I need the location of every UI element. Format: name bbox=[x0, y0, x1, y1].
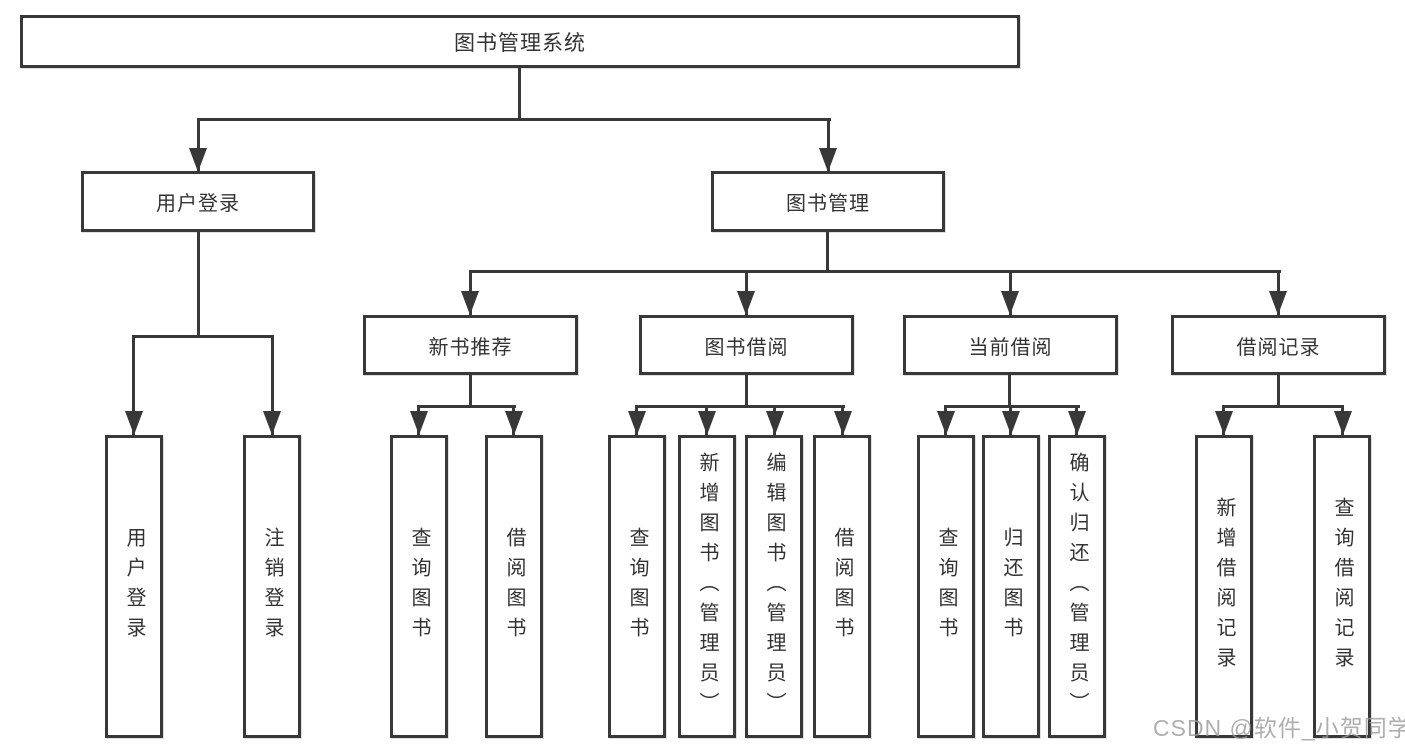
leaf-bb-borrow-books: 借阅图书 bbox=[813, 435, 871, 738]
node-book-borrowing: 图书借阅 bbox=[639, 315, 854, 375]
connector-line bbox=[944, 405, 1080, 408]
connector-line bbox=[132, 335, 135, 435]
leaf-nbr-borrow-books-label: 借阅图书 bbox=[503, 526, 525, 647]
leaf-bb-borrow-books-label: 借阅图书 bbox=[831, 526, 853, 647]
node-new-book-recommend: 新书推荐 bbox=[363, 315, 578, 375]
connector-line bbox=[1277, 375, 1280, 405]
leaf-cb-confirm-return-admin-label: 确认归还（管理员） bbox=[1066, 451, 1088, 722]
leaf-cb-return-books: 归还图书 bbox=[982, 435, 1040, 738]
leaf-nbr-query-books-label: 查询图书 bbox=[408, 526, 430, 647]
csdn-watermark: CSDN @软件_小贺同学 bbox=[1153, 715, 1405, 741]
arrowhead-icon bbox=[410, 411, 428, 435]
arrowhead-icon bbox=[698, 411, 716, 435]
connector-line bbox=[1008, 375, 1011, 405]
connector-line bbox=[518, 68, 521, 118]
connector-line bbox=[1222, 405, 1344, 408]
node-root: 图书管理系统 bbox=[20, 15, 1020, 68]
connector-line bbox=[197, 232, 200, 335]
node-current-borrowing-label: 当前借阅 bbox=[968, 336, 1053, 359]
connector-line bbox=[827, 118, 830, 172]
arrowhead-icon bbox=[125, 411, 143, 435]
leaf-br-query-record: 查询借阅记录 bbox=[1313, 435, 1371, 738]
arrowhead-icon bbox=[1334, 411, 1352, 435]
leaf-bb-query-books-label: 查询图书 bbox=[626, 526, 648, 647]
leaf-bb-edit-books-admin: 编辑图书（管理员） bbox=[745, 435, 803, 738]
leaf-br-add-record: 新增借阅记录 bbox=[1195, 435, 1253, 738]
node-current-borrowing: 当前借阅 bbox=[903, 315, 1118, 375]
arrowhead-icon bbox=[737, 291, 755, 315]
node-new-book-recommend-label: 新书推荐 bbox=[428, 336, 513, 359]
leaf-user-login: 用户登录 bbox=[105, 435, 163, 738]
leaf-cb-query-books-label: 查询图书 bbox=[935, 526, 957, 647]
leaf-bb-edit-books-admin-label: 编辑图书（管理员） bbox=[763, 451, 785, 722]
arrowhead-icon bbox=[628, 411, 646, 435]
arrowhead-icon bbox=[505, 411, 523, 435]
arrowhead-icon bbox=[263, 411, 281, 435]
node-root-label: 图书管理系统 bbox=[454, 31, 586, 55]
leaf-bb-add-books-admin: 新增图书（管理员） bbox=[678, 435, 736, 738]
leaf-nbr-query-books: 查询图书 bbox=[390, 435, 448, 738]
connector-line bbox=[197, 118, 200, 172]
connector-line bbox=[826, 232, 829, 270]
leaf-cb-confirm-return-admin: 确认归还（管理员） bbox=[1048, 435, 1106, 738]
node-book-management: 图书管理 bbox=[711, 171, 945, 232]
leaf-logout-label: 注销登录 bbox=[261, 526, 283, 647]
leaf-user-login-label: 用户登录 bbox=[123, 526, 145, 647]
node-book-borrowing-label: 图书借阅 bbox=[704, 336, 789, 359]
leaf-logout: 注销登录 bbox=[243, 435, 301, 738]
connector-line bbox=[745, 375, 748, 405]
arrowhead-icon bbox=[834, 411, 852, 435]
node-book-management-label: 图书管理 bbox=[786, 193, 870, 215]
leaf-cb-return-books-label: 归还图书 bbox=[1000, 526, 1022, 647]
connector-line bbox=[635, 405, 845, 408]
arrowhead-icon bbox=[1269, 291, 1287, 315]
arrowhead-icon bbox=[1001, 291, 1019, 315]
arrowhead-icon bbox=[1215, 411, 1233, 435]
node-user-login-label: 用户登录 bbox=[156, 193, 240, 215]
arrowhead-icon bbox=[461, 291, 479, 315]
arrowhead-icon bbox=[1068, 411, 1086, 435]
connector-line bbox=[197, 118, 831, 121]
leaf-cb-query-books: 查询图书 bbox=[917, 435, 975, 738]
node-user-login: 用户登录 bbox=[81, 171, 315, 232]
node-borrowing-records-label: 借阅记录 bbox=[1236, 336, 1321, 359]
arrowhead-icon bbox=[189, 148, 207, 172]
connector-line bbox=[271, 335, 274, 435]
arrowhead-icon bbox=[937, 411, 955, 435]
arrowhead-icon bbox=[819, 148, 837, 172]
leaf-br-add-record-label: 新增借阅记录 bbox=[1213, 496, 1235, 677]
connector-line bbox=[132, 335, 274, 338]
arrowhead-icon bbox=[1002, 411, 1020, 435]
node-borrowing-records: 借阅记录 bbox=[1171, 315, 1386, 375]
leaf-nbr-borrow-books: 借阅图书 bbox=[485, 435, 543, 738]
arrowhead-icon bbox=[766, 411, 784, 435]
connector-line bbox=[469, 375, 472, 405]
leaf-br-query-record-label: 查询借阅记录 bbox=[1331, 496, 1353, 677]
connector-line bbox=[469, 270, 1281, 273]
leaf-bb-add-books-admin-label: 新增图书（管理员） bbox=[696, 451, 718, 722]
leaf-bb-query-books: 查询图书 bbox=[608, 435, 666, 738]
connector-line bbox=[417, 405, 516, 408]
